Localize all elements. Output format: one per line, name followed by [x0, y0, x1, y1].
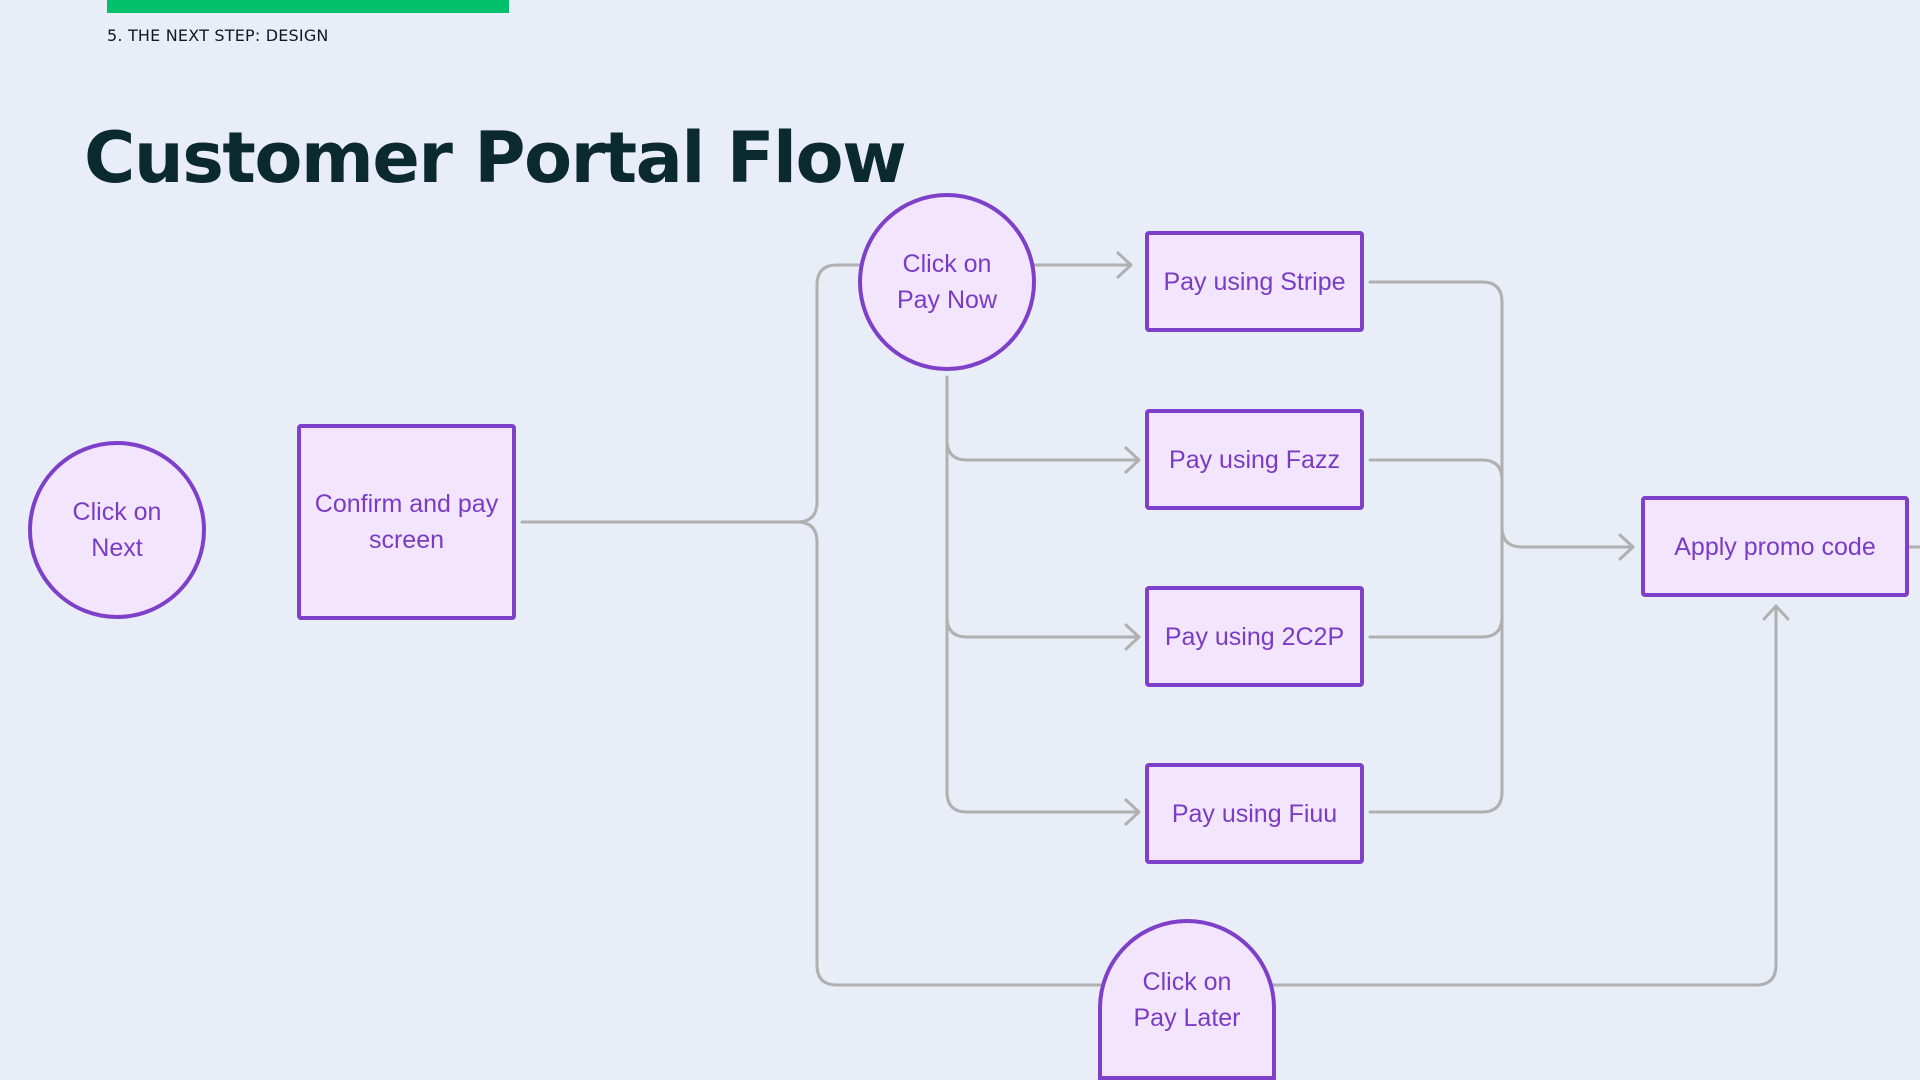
pay-now-label: Click on Pay Now	[896, 250, 998, 314]
arrowhead-promo	[1618, 533, 1635, 561]
pay-fazz-label: Pay using Fazz	[1169, 445, 1340, 474]
accent-bar	[107, 0, 509, 13]
arrowhead-2c2p	[1124, 623, 1141, 651]
apply-promo-node[interactable]: Apply promo code	[1641, 496, 1909, 597]
pay-2c2p-label: Pay using 2C2P	[1164, 622, 1345, 651]
arrowhead-fazz	[1124, 446, 1141, 474]
confirm-pay-label: Confirm and pay screen	[314, 490, 499, 554]
connector-branch-to-pay-later	[795, 520, 1102, 987]
connector-pay-later-to-promo	[1268, 604, 1778, 987]
arrowhead-fiuu	[1124, 798, 1141, 826]
pay-stripe-label: Pay using Stripe	[1163, 267, 1346, 296]
pay-now-node[interactable]: Click on Pay Now	[858, 193, 1036, 371]
click-next-label: Click on Next	[72, 498, 162, 562]
pay-fiuu-node[interactable]: Pay using Fiuu	[1145, 763, 1364, 864]
connector-pay-now-to-fazz	[945, 438, 1140, 462]
pay-fazz-node[interactable]: Pay using Fazz	[1145, 409, 1364, 510]
pay-later-label: Click on Pay Later	[1133, 967, 1241, 1032]
connector-confirm-to-branch	[520, 263, 862, 524]
apply-promo-label: Apply promo code	[1674, 532, 1876, 561]
pay-later-node[interactable]: Click on Pay Later	[1098, 919, 1276, 1080]
arrowhead-stripe	[1116, 251, 1133, 279]
pay-2c2p-node[interactable]: Pay using 2C2P	[1145, 586, 1364, 687]
section-label: 5. THE NEXT STEP: DESIGN	[107, 26, 329, 45]
click-next-node[interactable]: Click on Next	[28, 441, 206, 619]
page-title: Customer Portal Flow	[84, 117, 907, 199]
connector-pay-now-trunk	[945, 375, 1140, 814]
arrowhead-promo-bottom	[1762, 604, 1790, 621]
pay-stripe-node[interactable]: Pay using Stripe	[1145, 231, 1364, 332]
connector-fazz-to-merge	[1368, 458, 1504, 639]
pay-fiuu-label: Pay using Fiuu	[1171, 799, 1338, 828]
connector-stripe-to-merge	[1368, 280, 1504, 814]
connector-merge-to-promo	[1500, 525, 1634, 549]
connector-pay-now-to-2c2p	[945, 615, 1140, 639]
confirm-pay-node[interactable]: Confirm and pay screen	[297, 424, 516, 620]
